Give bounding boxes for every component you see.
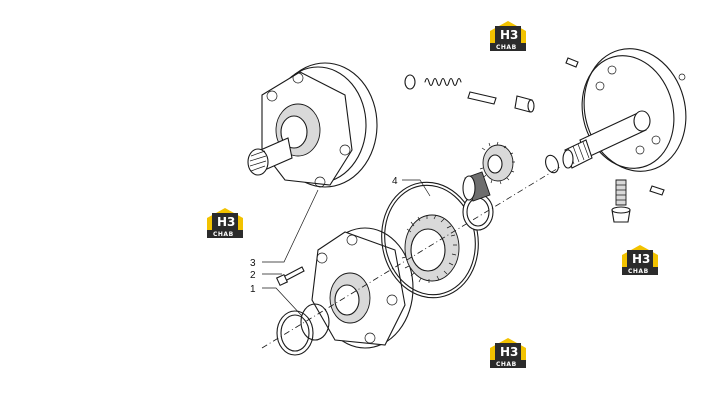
relief-valve-parts <box>404 74 535 113</box>
assembly-axis-line <box>261 166 561 349</box>
small-fasteners <box>565 57 686 223</box>
snap-ring <box>545 154 559 174</box>
svg-text:H3: H3 <box>632 252 650 266</box>
svg-text:CHAB: CHAB <box>496 44 517 51</box>
callout-1: 1 <box>250 284 256 295</box>
pump-cover-right <box>562 48 687 172</box>
needle-bearing <box>462 171 491 202</box>
svg-text:CHAB: CHAB <box>213 231 234 238</box>
watermark-logo-right: H3 CHAB <box>622 245 658 275</box>
svg-text:CHAB: CHAB <box>496 361 517 368</box>
watermark-logo-left: H3 CHAB <box>207 208 243 238</box>
watermark-logo-top: H3 CHAB <box>490 21 526 51</box>
callout-4: 4 <box>392 176 398 187</box>
drive-gear <box>479 141 515 185</box>
o-ring-pair <box>276 303 330 356</box>
svg-text:H3: H3 <box>500 28 518 42</box>
callout-2: 2 <box>250 270 256 281</box>
callout-3: 3 <box>250 258 256 269</box>
leader-lines <box>262 179 431 317</box>
pump-housing-upper <box>247 62 378 188</box>
svg-text:H3: H3 <box>217 215 235 229</box>
svg-text:H3: H3 <box>500 345 518 359</box>
bolt <box>275 266 305 287</box>
internal-gear <box>401 214 460 283</box>
watermark-logo-bottom: H3 CHAB <box>490 338 526 368</box>
svg-text:CHAB: CHAB <box>628 268 649 275</box>
large-seal-ring <box>381 181 479 299</box>
